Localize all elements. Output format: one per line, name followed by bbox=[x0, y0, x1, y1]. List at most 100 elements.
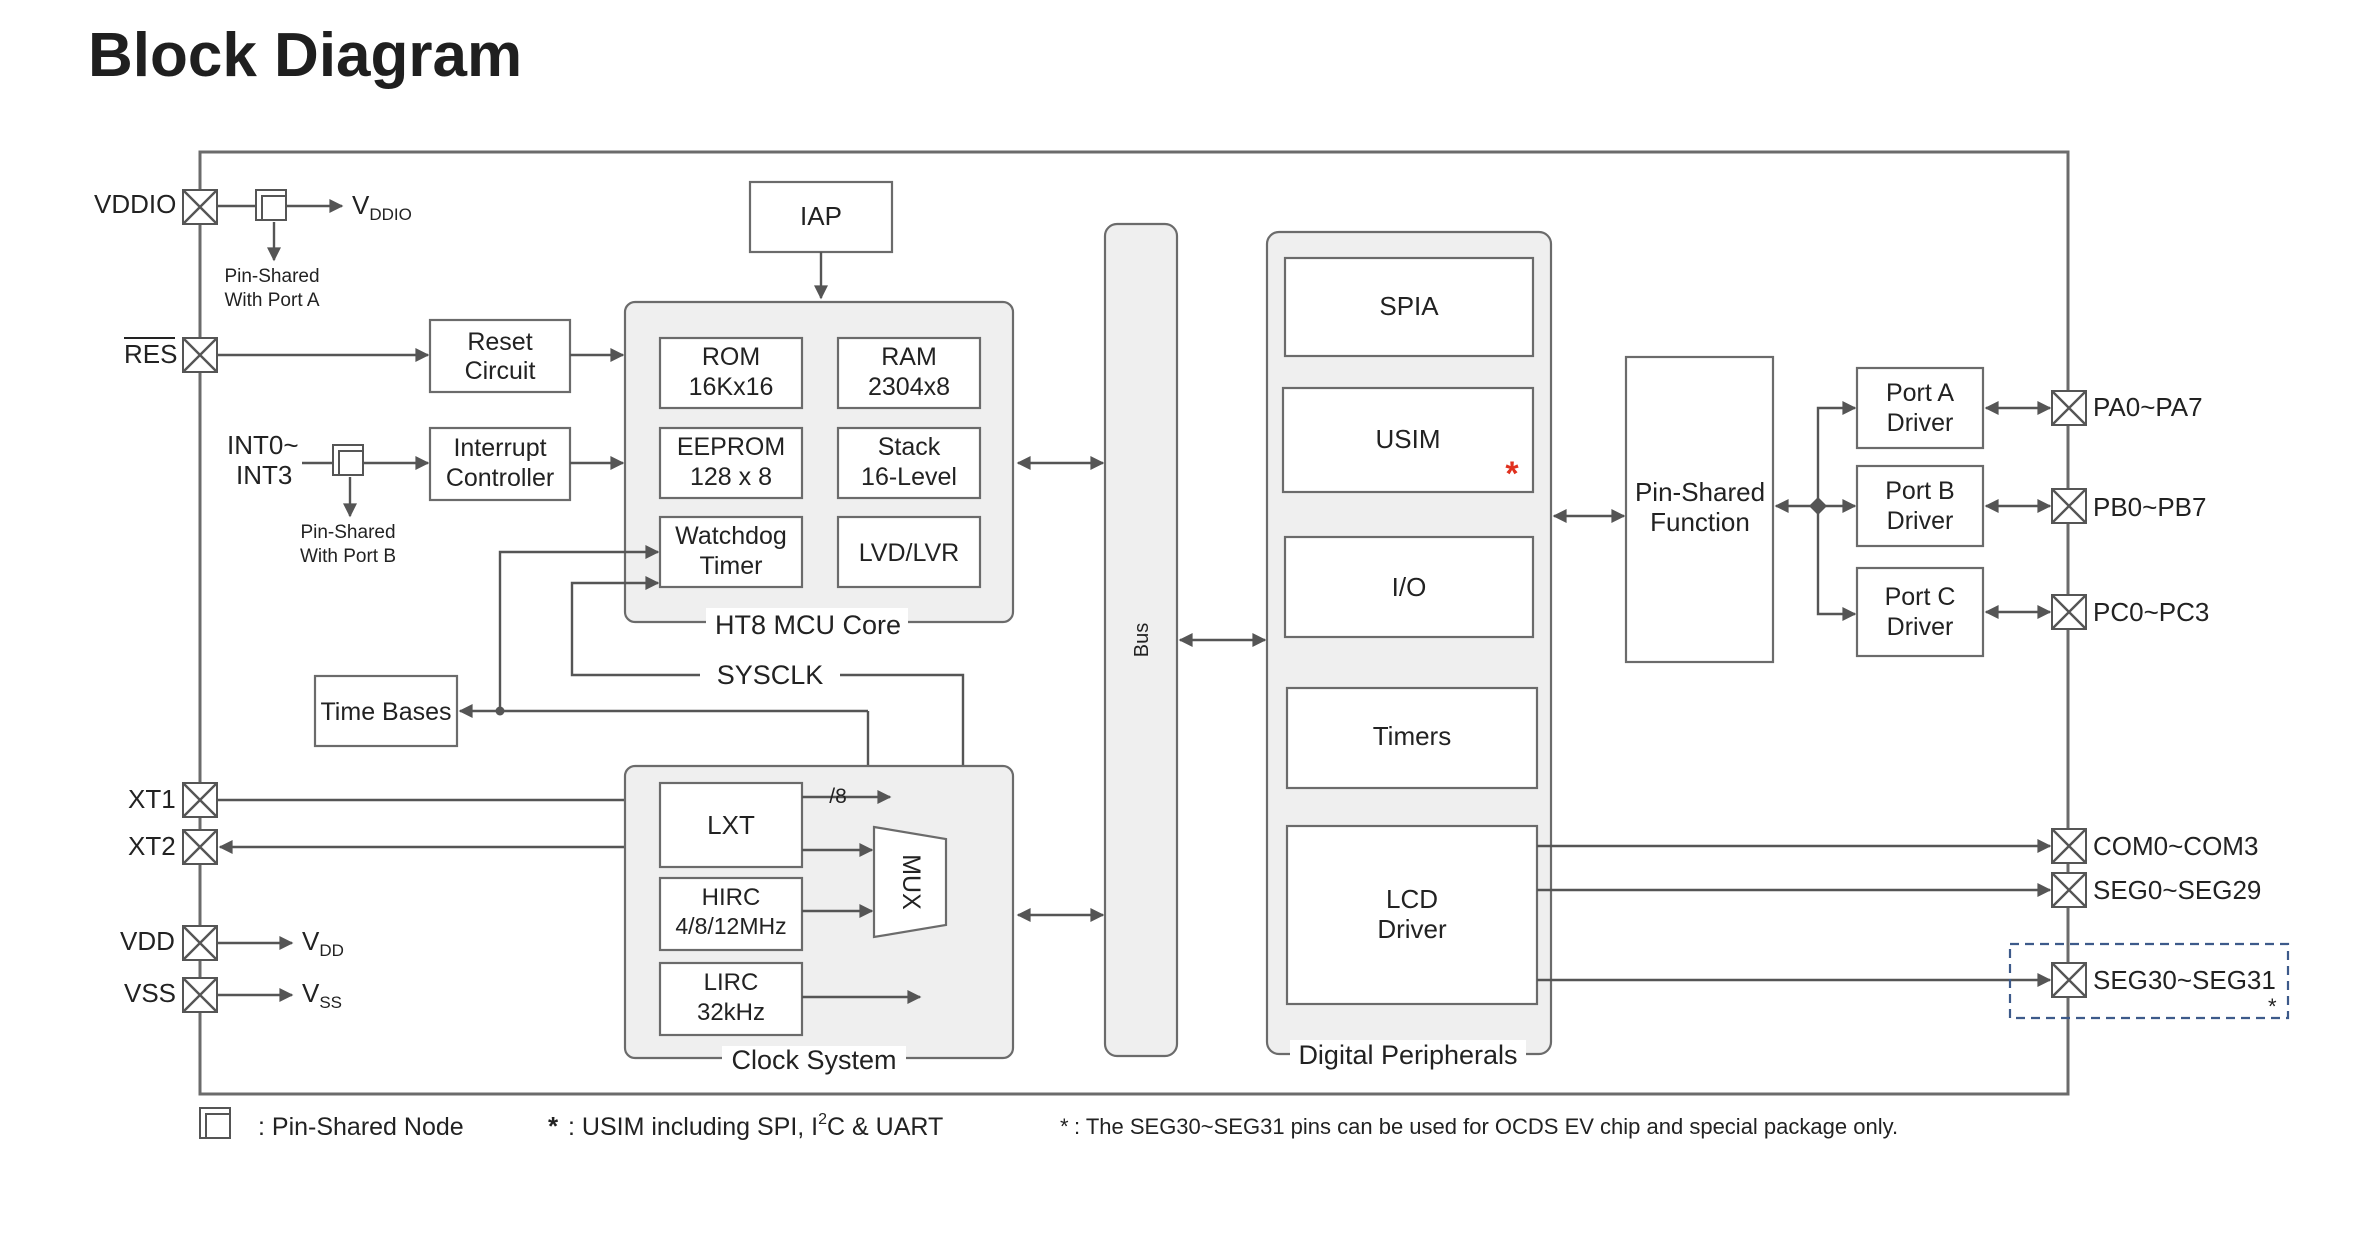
pin-pa-icon bbox=[2051, 390, 2087, 426]
pin-vdd-icon bbox=[182, 925, 218, 961]
sysclk-label: SYSCLK bbox=[717, 660, 824, 690]
io-label: I/O bbox=[1392, 572, 1427, 602]
iap-label: IAP bbox=[800, 201, 842, 231]
pin-shared-node-icon bbox=[255, 189, 287, 221]
pin-seg-b-icon bbox=[2051, 962, 2087, 998]
usim-star: * bbox=[1505, 455, 1519, 493]
watchdog-label-2: Timer bbox=[700, 552, 763, 580]
pin-int-label-1: INT0~ bbox=[227, 430, 299, 460]
lcd-label-1: LCD bbox=[1386, 884, 1438, 914]
lvd-lvr-label: LVD/LVR bbox=[859, 539, 960, 567]
pin-vdd-label: VDD bbox=[120, 926, 175, 956]
clock-system-caption-bg bbox=[722, 1046, 906, 1074]
pin-shared-function-block bbox=[1624, 355, 1775, 664]
lirc-block bbox=[658, 961, 804, 1037]
usim-block bbox=[1281, 386, 1535, 494]
mux-label: MUX bbox=[897, 854, 925, 910]
mcu-core-caption-bg bbox=[706, 608, 908, 636]
digital-peripherals-caption: Digital Peripherals bbox=[1298, 1040, 1517, 1070]
stack-label-1: Stack bbox=[878, 433, 941, 461]
lcd-label-2: Driver bbox=[1377, 914, 1447, 944]
junction-dot bbox=[495, 706, 505, 716]
junction-diamond bbox=[1809, 497, 1827, 515]
timers-label: Timers bbox=[1373, 721, 1451, 751]
port-c-driver-block bbox=[1855, 566, 1985, 658]
pin-xt2-icon bbox=[182, 829, 218, 865]
eeprom-block bbox=[658, 426, 804, 500]
lcd-driver-block bbox=[1285, 824, 1539, 1006]
pin-shared-port-a-note-2: With Port A bbox=[224, 290, 319, 311]
seg30-dashed-outline bbox=[2008, 942, 2290, 1020]
pin-res-icon bbox=[182, 337, 218, 373]
hirc-label-1: HIRC bbox=[702, 884, 761, 911]
pin-vss-icon bbox=[182, 977, 218, 1013]
time-bases-block bbox=[313, 674, 459, 748]
legend-pin-shared-node-icon bbox=[199, 1107, 231, 1139]
stack-label-2: 16-Level bbox=[861, 463, 957, 491]
pin-shared-port-a-note-1: Pin-Shared bbox=[224, 266, 319, 287]
pin-seg-a-icon bbox=[2051, 872, 2087, 908]
ram-label-1: RAM bbox=[881, 343, 937, 371]
pin-shared-port-b-note-1: Pin-Shared bbox=[300, 522, 395, 543]
port-a-label-1: Port A bbox=[1886, 379, 1954, 407]
pin-shared-node-icon bbox=[332, 444, 364, 476]
wire-timebase-watchdog bbox=[498, 545, 660, 711]
lirc-label-2: 32kHz bbox=[697, 999, 765, 1026]
page-title: Block Diagram bbox=[88, 21, 522, 90]
legend-usim-star: * bbox=[548, 1111, 559, 1141]
legend-usim-note: : USIM including SPI, I2C & UART bbox=[568, 1111, 943, 1141]
pin-int-label-2: INT3 bbox=[236, 460, 292, 490]
pin-pc-icon bbox=[2051, 594, 2087, 630]
pin-xt2-label: XT2 bbox=[128, 831, 176, 861]
bus-block bbox=[1103, 222, 1179, 1058]
usim-label: USIM bbox=[1376, 424, 1441, 454]
pin-xt1-icon bbox=[182, 782, 218, 818]
wire-fanout-port-c bbox=[1816, 506, 1857, 621]
stack-block bbox=[836, 426, 982, 500]
clock-system-caption: Clock System bbox=[731, 1045, 896, 1075]
port-c-label-1: Port C bbox=[1885, 583, 1956, 611]
hirc-block bbox=[658, 876, 804, 952]
timers-block bbox=[1285, 686, 1539, 790]
pin-seg-a-label: SEG0~SEG29 bbox=[2093, 875, 2261, 905]
port-c-label-2: Driver bbox=[1887, 613, 1954, 641]
pin-xt1-label: XT1 bbox=[128, 784, 176, 814]
eeprom-label-2: 128 x 8 bbox=[690, 463, 772, 491]
pin-pa-label: PA0~PA7 bbox=[2093, 392, 2203, 422]
hirc-label-2: 4/8/12MHz bbox=[675, 913, 786, 939]
io-block bbox=[1283, 535, 1535, 639]
interrupt-controller-label-2: Controller bbox=[446, 464, 554, 492]
vddio-out-label: VDDIO bbox=[352, 190, 412, 224]
wire-sysclk-mcu bbox=[570, 576, 700, 677]
seg30-star: * bbox=[2268, 994, 2277, 1019]
pin-vddio-icon bbox=[182, 189, 218, 225]
spia-label: SPIA bbox=[1379, 291, 1439, 321]
lxt-label: LXT bbox=[707, 810, 755, 840]
pin-pb-label: PB0~PB7 bbox=[2093, 492, 2206, 522]
div8-label: /8 bbox=[829, 785, 847, 808]
pin-vddio-label: VDDIO bbox=[94, 189, 176, 219]
pin-pb-icon bbox=[2051, 488, 2087, 524]
pin-shared-function-label-1: Pin-Shared bbox=[1635, 477, 1765, 507]
mux-block bbox=[872, 825, 948, 939]
port-b-driver-block bbox=[1855, 464, 1985, 548]
digital-peripherals-caption-bg bbox=[1290, 1040, 1526, 1068]
reset-circuit-label-1: Reset bbox=[467, 328, 532, 356]
iap-block bbox=[748, 180, 894, 254]
lxt-block bbox=[658, 781, 804, 869]
watchdog-label-1: Watchdog bbox=[675, 522, 787, 550]
port-a-label-2: Driver bbox=[1887, 409, 1954, 437]
pin-com-icon bbox=[2051, 828, 2087, 864]
watchdog-timer-block bbox=[658, 515, 804, 589]
interrupt-controller-block bbox=[428, 426, 572, 502]
vss-out-label: VSS bbox=[302, 978, 342, 1012]
legend-seg-star: * bbox=[1060, 1114, 1069, 1139]
reset-circuit-label-2: Circuit bbox=[465, 357, 536, 385]
spia-block bbox=[1283, 256, 1535, 358]
wire-fanout-port-a bbox=[1816, 401, 1857, 506]
pin-com-label: COM0~COM3 bbox=[2093, 831, 2258, 861]
pin-seg-b-label: SEG30~SEG31 bbox=[2093, 965, 2276, 995]
time-bases-label: Time Bases bbox=[320, 698, 451, 726]
legend-seg-note: : The SEG30~SEG31 pins can be used for O… bbox=[1074, 1114, 1898, 1139]
